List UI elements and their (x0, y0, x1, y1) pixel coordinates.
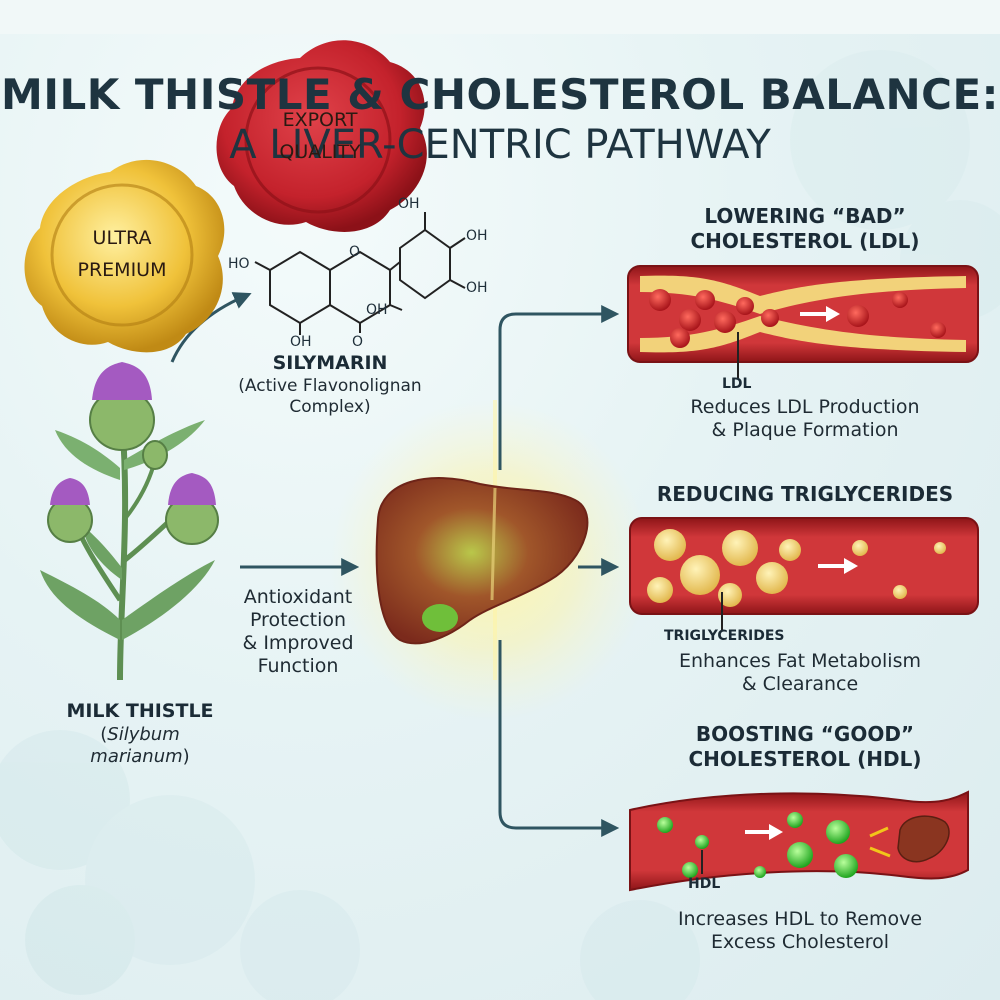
ldl-desc-line1: Reduces LDL Production (690, 396, 920, 418)
export-seal-line2: QUALITY (279, 141, 361, 163)
silymarin-desc-line1: (Active Flavonolignan (238, 376, 422, 396)
ldl-heading-line1: LOWERING “BAD” (704, 204, 906, 228)
latin-open-paren: ( (100, 724, 108, 745)
liver-action-line1: Antioxidant (243, 586, 353, 608)
liver-action-line2: Protection (249, 609, 347, 631)
atom-o-bottom: O (352, 334, 364, 350)
ldl-heading-line2: CHOLESTEROL (LDL) (690, 229, 920, 253)
ldl-label: LDL (722, 376, 752, 392)
hdl-heading-line1: BOOSTING “GOOD” (695, 722, 915, 746)
hdl-label: HDL (688, 876, 721, 892)
top-band (0, 0, 1000, 34)
arrow-liver-to-hdl (498, 640, 620, 837)
ldl-description: Reduces LDL Production & Plaque Formatio… (640, 396, 970, 442)
page-title-line2: A LIVER-CENTRIC PATHWAY (229, 122, 771, 168)
liver-action-line4: Function (257, 655, 339, 677)
ultra-premium-seal (24, 159, 225, 353)
latin-close-paren: ) (182, 746, 190, 767)
hdl-heading: BOOSTING “GOOD” CHOLESTEROL (HDL) (620, 722, 990, 772)
milk-thistle-latin: (Silybum marianum) (40, 724, 240, 768)
export-seal-text: EXPORT QUALITY (250, 104, 390, 168)
atom-oh-mid: OH (366, 302, 388, 318)
ldl-heading: LOWERING “BAD” CHOLESTEROL (LDL) (620, 204, 990, 254)
hdl-desc-line2: Excess Cholesterol (710, 931, 890, 953)
atom-ho-left: HO (228, 256, 250, 272)
silymarin-description: (Active Flavonolignan Complex) (210, 376, 450, 418)
milk-thistle-title: MILK THISTLE (66, 700, 214, 722)
latin-genus: Silybum (107, 724, 180, 745)
ldl-vessel-illustration (627, 265, 979, 378)
export-quality-seal (216, 40, 427, 232)
atom-o-ring: O (349, 244, 361, 260)
ldl-desc-line2: & Plaque Formation (711, 419, 899, 441)
hdl-heading-line2: CHOLESTEROL (HDL) (688, 747, 922, 771)
ultra-seal-line2: PREMIUM (77, 259, 167, 281)
arrow-liver-to-ldl (498, 305, 620, 470)
trig-desc-line2: & Clearance (741, 673, 859, 695)
atom-oh-right-top: OH (466, 228, 488, 244)
hdl-description: Increases HDL to Remove Excess Cholester… (620, 908, 980, 954)
liver-action-text: Antioxidant Protection & Improved Functi… (218, 586, 378, 678)
hdl-vessel-illustration (629, 790, 969, 892)
hdl-desc-line1: Increases HDL to Remove (677, 908, 923, 930)
triglyceride-vessel-illustration (629, 517, 979, 630)
silymarin-title: SILYMARIN (272, 352, 388, 374)
ultra-seal-text: ULTRA PREMIUM (52, 222, 192, 286)
trig-heading: REDUCING TRIGLYCERIDES (656, 482, 954, 506)
silymarin-structure (254, 212, 466, 335)
atom-oh-bottom: OH (290, 334, 312, 350)
silymarin-desc-line2: Complex) (289, 397, 371, 417)
liver-illustration (375, 477, 589, 645)
trig-description: Enhances Fat Metabolism & Clearance (630, 650, 970, 696)
latin-species: marianum (90, 746, 183, 767)
milk-thistle-illustration (40, 362, 219, 681)
atom-oh-right-bottom: OH (466, 280, 488, 296)
ultra-seal-line1: ULTRA (92, 227, 152, 249)
atom-oh-top: OH (398, 196, 420, 212)
trig-desc-line1: Enhances Fat Metabolism (679, 650, 921, 672)
page-title-line1: MILK THISTLE & CHOLESTEROL BALANCE: (1, 70, 999, 119)
export-seal-line1: EXPORT (282, 109, 358, 131)
liver-action-line3: & Improved (242, 632, 354, 654)
trig-label: TRIGLYCERIDES (664, 628, 785, 644)
